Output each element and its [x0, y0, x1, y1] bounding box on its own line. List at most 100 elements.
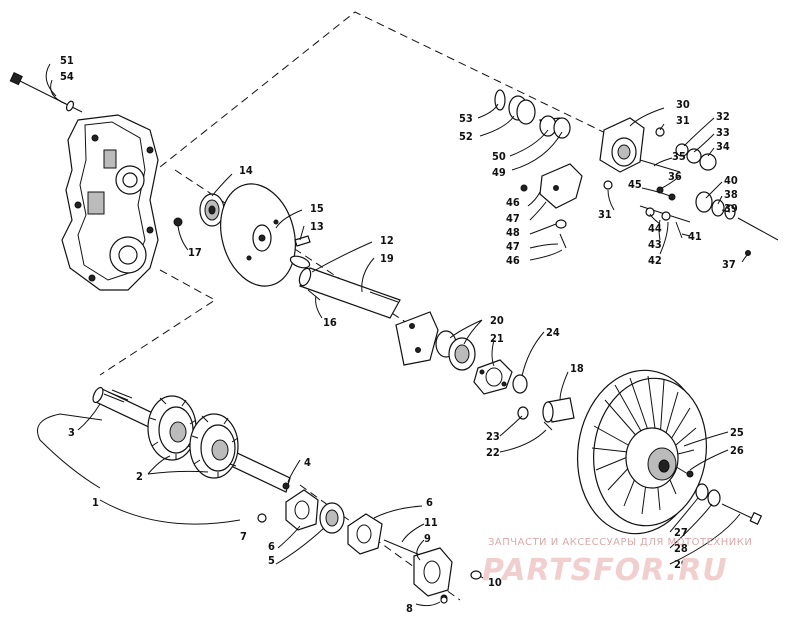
bearing-housing-9: [413, 547, 453, 602]
callout-9: 9: [424, 532, 431, 545]
callout-48: 48: [506, 226, 520, 239]
callout-29: 29: [674, 558, 688, 571]
callout-31-upper: 31: [676, 114, 690, 127]
callout-37: 37: [722, 258, 736, 271]
tension-arm-42: [639, 205, 691, 223]
callout-13: 13: [310, 220, 324, 233]
callout-23: 23: [486, 430, 500, 443]
flange-6-right: [347, 513, 383, 555]
callout-46-upper: 46: [506, 196, 520, 209]
callout-52: 52: [459, 130, 473, 143]
track-sprocket-left: [147, 395, 197, 461]
gear-case-housing: [61, 114, 159, 291]
callout-17: 17: [188, 246, 202, 259]
callout-22: 22: [486, 446, 500, 459]
callout-14: 14: [239, 164, 253, 177]
spacer-tube: [298, 267, 401, 319]
callout-30: 30: [676, 98, 690, 111]
washer-23: [517, 406, 529, 420]
callout-28: 28: [674, 542, 688, 555]
spring-32: [675, 143, 689, 157]
bearing-20: [435, 330, 476, 371]
callout-6-upper: 6: [426, 496, 433, 509]
bolt-46-lower: [559, 233, 567, 249]
tensioner-body-30: [599, 117, 645, 173]
pin-37: [745, 250, 751, 256]
track-sprocket-right: [189, 413, 239, 479]
nut-10: [470, 570, 482, 580]
bearing-14: [199, 193, 225, 227]
flange-21: [473, 359, 513, 395]
pin-26: [686, 470, 694, 478]
washer-28: [707, 489, 721, 507]
bearing-5: [319, 502, 345, 534]
cap-34: [699, 153, 717, 171]
watermark-logo: PARTSFOR.RU: [482, 553, 728, 588]
callout-20: 20: [490, 314, 504, 327]
driven-clutch: [576, 369, 708, 535]
callout-45: 45: [628, 178, 642, 191]
callout-21: 21: [490, 332, 504, 345]
callout-4: 4: [304, 456, 311, 469]
callout-24: 24: [546, 326, 560, 339]
callout-6-lower: 6: [268, 540, 275, 553]
callout-51: 51: [60, 54, 74, 67]
spacer-18: [542, 397, 575, 423]
callout-43: 43: [648, 238, 662, 251]
ring-24: [512, 374, 528, 394]
callout-44: 44: [648, 222, 662, 235]
callout-49: 49: [492, 166, 506, 179]
sprocket-40: [695, 191, 736, 220]
callout-40: 40: [724, 174, 738, 187]
key-4: [282, 482, 290, 490]
callout-19: 19: [380, 252, 394, 265]
callout-34: 34: [716, 140, 730, 153]
flange-6-left: [285, 489, 319, 531]
callout-47-upper: 47: [506, 212, 520, 225]
callout-16: 16: [323, 316, 337, 329]
callout-25: 25: [730, 426, 744, 439]
bolt-29: [721, 503, 763, 526]
callout-47-lower: 47: [506, 240, 520, 253]
callout-39: 39: [724, 202, 738, 215]
bolt-46-upper: [520, 184, 528, 192]
callout-38: 38: [724, 188, 738, 201]
callout-50: 50: [492, 150, 506, 163]
callout-46-lower: 46: [506, 254, 520, 267]
callout-31-lower: 31: [598, 208, 612, 221]
washer-48: [555, 219, 567, 229]
callout-15: 15: [310, 202, 324, 215]
assembly-line-left: [99, 269, 216, 376]
callout-7: 7: [240, 530, 247, 543]
callout-36: 36: [668, 170, 682, 183]
callout-33: 33: [716, 126, 730, 139]
callout-41: 41: [688, 230, 702, 243]
callout-35: 35: [672, 150, 686, 163]
nut-31-upper: [655, 127, 665, 137]
nut-31-lower: [603, 180, 613, 190]
bracket-46: [539, 163, 583, 209]
pin-16: [307, 289, 321, 301]
callout-32: 32: [716, 110, 730, 123]
callout-labels: 51 54 14 17 15 13 16 12 19 20 21 24 18 5…: [60, 54, 744, 615]
bearing-52: [516, 99, 536, 125]
callout-8: 8: [406, 602, 413, 615]
callout-54: 54: [60, 70, 74, 83]
callout-11: 11: [424, 516, 438, 529]
shaft-key: [289, 235, 311, 269]
shaft-37: [737, 217, 779, 241]
long-bolt: [9, 72, 83, 113]
bearing-bracket: [395, 311, 439, 366]
bolt-22: [543, 421, 553, 431]
nut-33: [686, 148, 702, 164]
bolt-7: [257, 513, 267, 523]
brake-disc: [220, 183, 296, 287]
pin-41: [675, 221, 683, 239]
pin-35: [639, 159, 681, 173]
callout-1: 1: [92, 496, 99, 509]
leader-lines: [37, 63, 749, 607]
callout-27: 27: [674, 526, 688, 539]
callout-3: 3: [68, 426, 75, 439]
